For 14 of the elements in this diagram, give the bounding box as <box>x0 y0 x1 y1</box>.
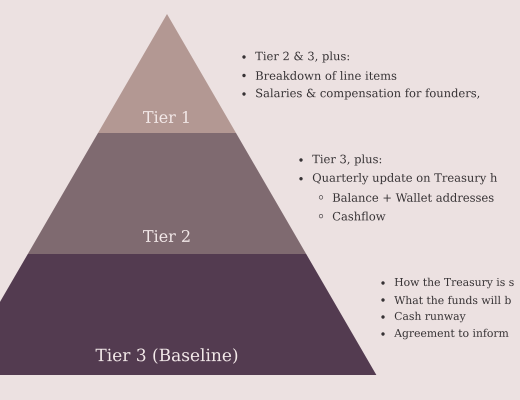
pyramid-tier: Tier 1 <box>98 14 236 133</box>
bullet-text: Cash runway <box>394 312 466 322</box>
bullet-text: Salaries & compensation for founders, <box>256 88 480 100</box>
bullet-text: Breakdown of line items <box>256 71 396 80</box>
bullet-text: Cashflow <box>332 212 386 221</box>
bullet-text: Balance + Wallet addresses <box>332 192 494 202</box>
bullet-text: Tier 3, plus: <box>312 154 382 166</box>
bullet-text: Agreement to inform <box>394 328 508 340</box>
pyramid-tier: Tier 2 <box>28 133 306 254</box>
bullet-text: How the Treasury is s <box>394 278 514 288</box>
bullet-text: What the funds will b <box>394 296 511 304</box>
bullet-text: Tier 2 & 3, plus: <box>255 51 350 63</box>
bullet-text: Quarterly update on Treasury h <box>312 173 498 184</box>
pyramid-tier: Tier 3 (Baseline) <box>0 254 376 375</box>
